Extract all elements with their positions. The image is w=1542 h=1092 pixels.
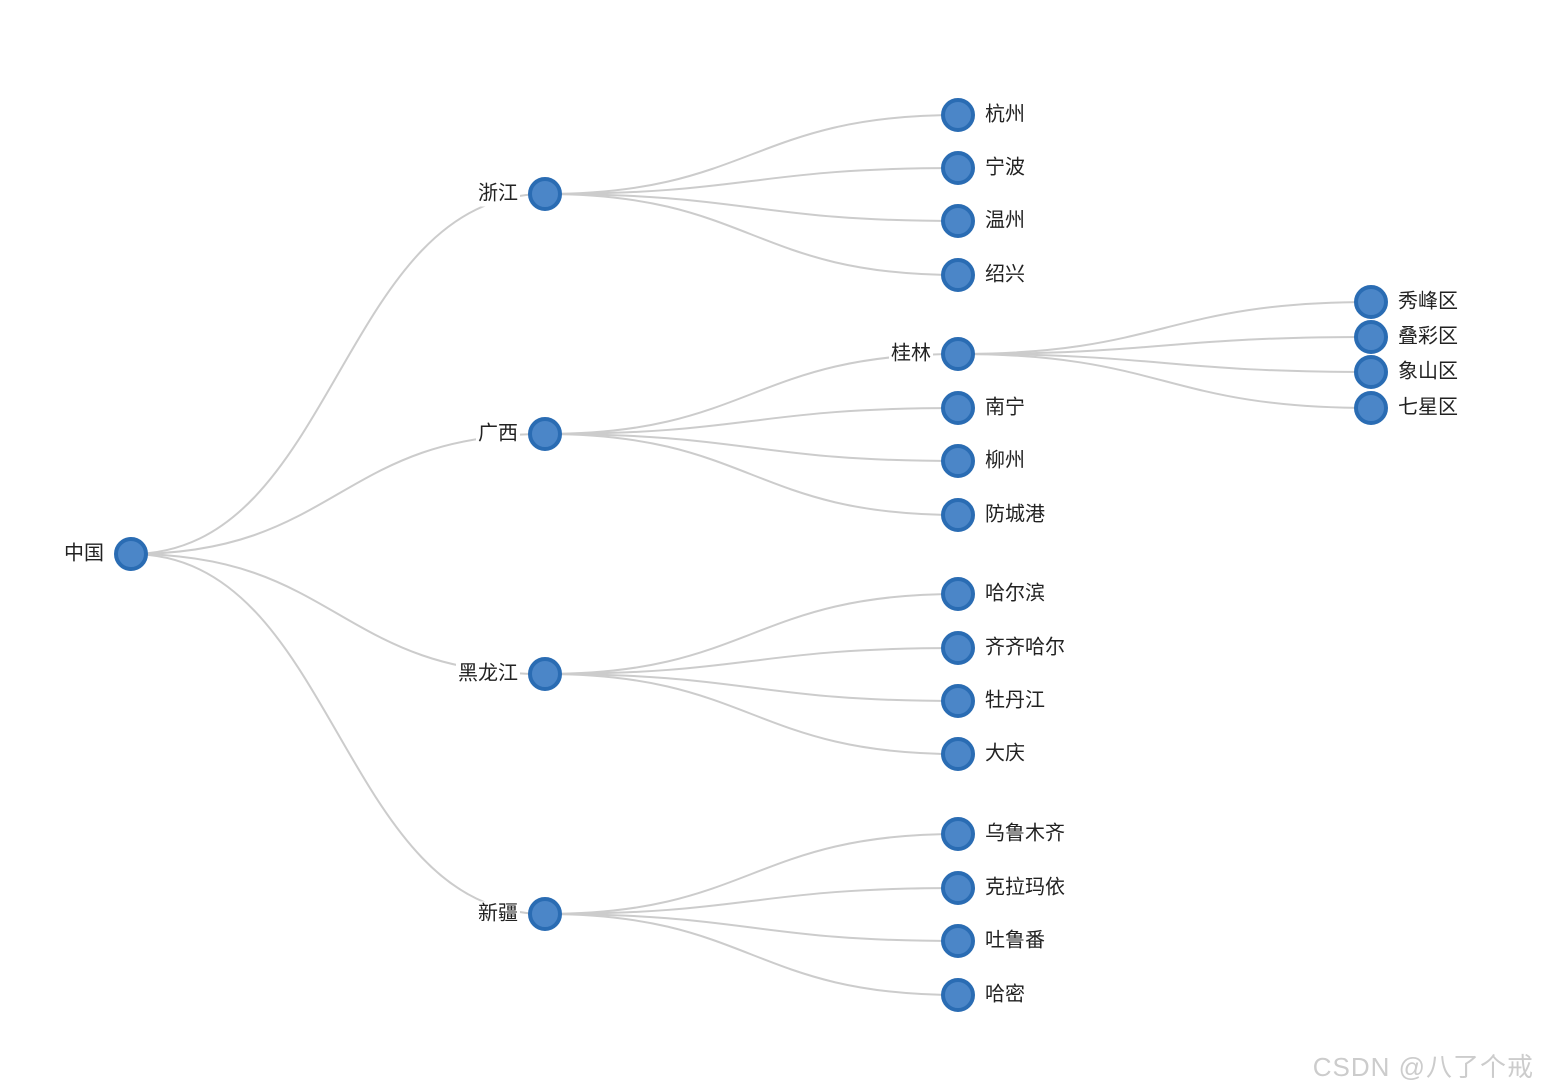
- node-label: 象山区: [1396, 359, 1460, 385]
- node-circle-icon: [528, 657, 562, 691]
- node-label: 温州: [983, 208, 1027, 234]
- node-label: 绍兴: [983, 262, 1027, 288]
- node-circle-icon: [941, 871, 975, 905]
- node-circle-icon: [114, 537, 148, 571]
- tree-edge: [957, 301, 1372, 355]
- tree-edge: [544, 193, 959, 222]
- tree-edge: [544, 913, 959, 996]
- node-label: 牡丹江: [983, 688, 1047, 714]
- node-label: 齐齐哈尔: [983, 635, 1067, 661]
- node-circle-icon: [528, 417, 562, 451]
- node-circle-icon: [941, 391, 975, 425]
- node-label: 大庆: [983, 741, 1027, 767]
- tree-edge: [544, 913, 959, 942]
- node-label: 哈尔滨: [983, 581, 1047, 607]
- tree-edge: [544, 673, 959, 702]
- node-label: 哈密: [983, 982, 1027, 1008]
- tree-edge: [957, 353, 1372, 409]
- tree-edge: [130, 433, 546, 555]
- node-label: 杭州: [983, 102, 1027, 128]
- node-circle-icon: [528, 177, 562, 211]
- tree-edge: [544, 193, 959, 276]
- node-label: 浙江: [476, 181, 520, 207]
- node-circle-icon: [941, 337, 975, 371]
- tree-edge: [544, 407, 959, 435]
- tree-edge: [544, 433, 959, 516]
- node-circle-icon: [1354, 391, 1388, 425]
- node-circle-icon: [941, 577, 975, 611]
- node-label: 柳州: [983, 448, 1027, 474]
- node-circle-icon: [941, 444, 975, 478]
- node-circle-icon: [941, 151, 975, 185]
- tree-edge: [544, 167, 959, 195]
- node-label: 叠彩区: [1396, 324, 1460, 350]
- node-circle-icon: [1354, 320, 1388, 354]
- tree-edge: [544, 887, 959, 915]
- node-label: 乌鲁木齐: [983, 821, 1067, 847]
- tree-edge: [544, 833, 959, 915]
- node-circle-icon: [941, 817, 975, 851]
- watermark-text: CSDN @八了个戒: [1312, 1052, 1534, 1082]
- node-label: 秀峰区: [1396, 289, 1460, 315]
- node-circle-icon: [941, 737, 975, 771]
- node-circle-icon: [941, 684, 975, 718]
- node-circle-icon: [941, 98, 975, 132]
- node-label: 新疆: [476, 901, 520, 927]
- tree-edge: [544, 353, 959, 435]
- node-label: 防城港: [983, 502, 1047, 528]
- tree-edge: [130, 553, 546, 915]
- node-label: 桂林: [889, 341, 933, 367]
- node-label: 吐鲁番: [983, 928, 1047, 954]
- node-circle-icon: [1354, 355, 1388, 389]
- node-circle-icon: [941, 631, 975, 665]
- tree-edge: [957, 336, 1372, 355]
- node-label: 宁波: [983, 155, 1027, 181]
- node-circle-icon: [941, 924, 975, 958]
- node-label: 克拉玛依: [983, 875, 1067, 901]
- node-circle-icon: [941, 258, 975, 292]
- node-label: 中国: [62, 541, 106, 567]
- node-label: 南宁: [983, 395, 1027, 421]
- tree-edge: [544, 593, 959, 675]
- node-circle-icon: [941, 498, 975, 532]
- tree-edge: [957, 353, 1372, 373]
- node-circle-icon: [941, 204, 975, 238]
- node-label: 广西: [476, 421, 520, 447]
- tree-edge: [544, 647, 959, 675]
- node-circle-icon: [1354, 285, 1388, 319]
- node-circle-icon: [941, 978, 975, 1012]
- node-label: 黑龙江: [456, 661, 520, 687]
- tree-edge: [544, 433, 959, 462]
- tree-edge: [130, 193, 546, 555]
- tree-edge: [544, 114, 959, 195]
- tree-edge: [544, 673, 959, 755]
- node-label: 七星区: [1396, 395, 1460, 421]
- node-circle-icon: [528, 897, 562, 931]
